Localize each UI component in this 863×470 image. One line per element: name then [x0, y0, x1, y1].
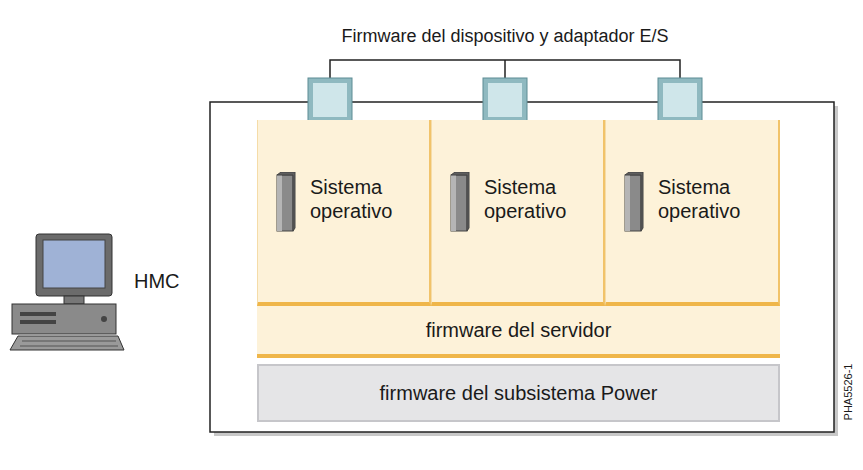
- partition-box: Sistema operativo: [257, 120, 431, 306]
- band-label: firmware del subsistema Power: [380, 381, 658, 405]
- server-firmware-band: firmware del servidor: [257, 306, 780, 358]
- server-housing: [210, 102, 834, 432]
- os-label: Sistema operativo: [658, 175, 770, 223]
- os-label: Sistema operativo: [310, 175, 422, 223]
- os-icon: [624, 172, 644, 234]
- bracket-line: [330, 60, 680, 78]
- io-adapters: [308, 78, 702, 122]
- housing-shadow: [214, 106, 838, 436]
- power-firmware-band: firmware del subsistema Power: [257, 364, 780, 422]
- partition-box: Sistema operativo: [431, 120, 605, 306]
- os-icon: [276, 172, 296, 234]
- adapter-firmware-label: Firmware del dispositivo y adaptador E/S: [341, 26, 668, 47]
- band-label: firmware del servidor: [426, 318, 612, 342]
- hmc-label: HMC: [134, 270, 180, 293]
- os-label: Sistema operativo: [484, 175, 596, 223]
- figure-id: PHA5526-1: [842, 364, 854, 421]
- hmc-computer: [10, 234, 124, 350]
- os-icon: [450, 172, 470, 234]
- partition-box: Sistema operativo: [605, 120, 780, 306]
